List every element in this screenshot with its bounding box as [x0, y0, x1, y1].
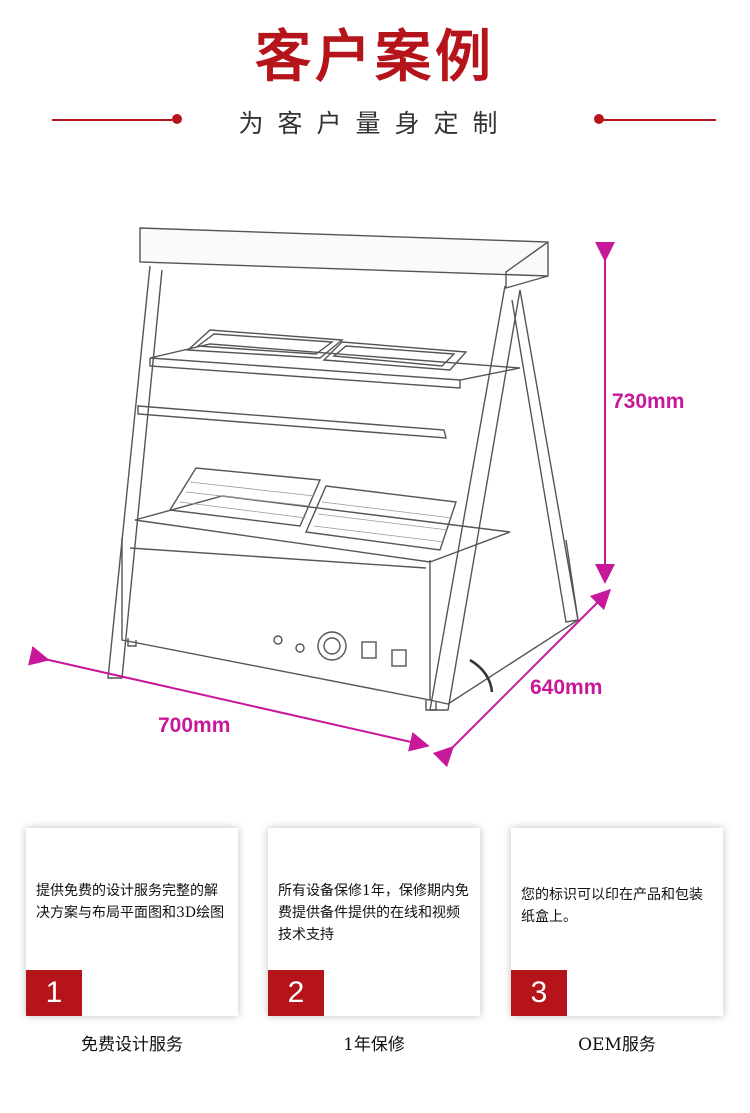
- width-dimension-label: 700mm: [158, 714, 231, 737]
- subtitle-row: 为客户量身定制: [0, 100, 750, 140]
- divider-left: [52, 119, 172, 121]
- service-description: 您的标识可以印在产品和包装纸盒上。: [521, 887, 703, 925]
- service-caption: 免费设计服务: [81, 1035, 183, 1055]
- page-subtitle: 为客户量身定制: [238, 109, 512, 138]
- height-dimension-label: 730mm: [612, 390, 685, 413]
- service-caption: 1年保修: [343, 1035, 405, 1055]
- depth-dimension-label: 640mm: [530, 676, 603, 699]
- service-number-badge: 1: [26, 970, 82, 1016]
- divider-right: [600, 119, 716, 121]
- service-number-badge: 3: [511, 970, 567, 1016]
- divider-dot-right: [594, 114, 604, 124]
- page-title: 客户案例: [255, 25, 495, 90]
- service-number-badge: 2: [268, 970, 324, 1016]
- service-card-2: 所有设备保修1年，保修期内免费提供备件提供的在线和视频技术支持 2: [268, 828, 480, 1016]
- service-card-1: 提供免费的设计服务完整的解决方案与布局平面图和3D绘图 1: [26, 828, 238, 1016]
- service-caption: OEM服务: [578, 1035, 656, 1055]
- service-card-3: 您的标识可以印在产品和包装纸盒上。 3: [511, 828, 723, 1016]
- service-description: 所有设备保修1年，保修期内免费提供备件提供的在线和视频技术支持: [278, 883, 469, 943]
- service-description: 提供免费的设计服务完整的解决方案与布局平面图和3D绘图: [36, 883, 225, 921]
- divider-dot-left: [172, 114, 182, 124]
- display-cabinet-drawing: [28, 227, 615, 768]
